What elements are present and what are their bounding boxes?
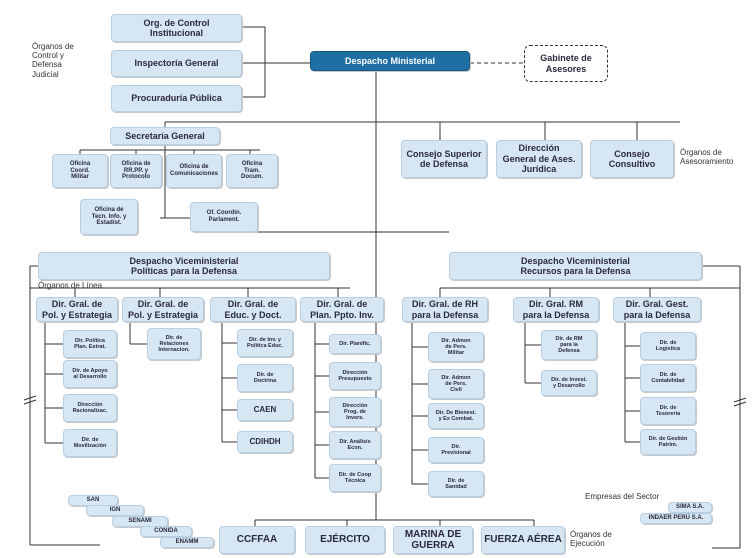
- asesoramiento-label: Órganos de Asesoramiento: [680, 148, 734, 167]
- sector-ign: IGN: [86, 505, 144, 516]
- dir-gral-educ-doct: Dir. Gral. de Educ. y Doct.: [210, 297, 296, 322]
- office-comunicaciones: Oficina de Comunicaciones: [166, 154, 222, 188]
- sub-prog-invers: Dirección Prog. de Invers.: [329, 397, 381, 427]
- secretaria-general: Secretaría General: [110, 127, 220, 145]
- sub-coop-tecnica: Dir. de Coop Técnica: [329, 464, 381, 492]
- inspectoria-general: Inspectoría General: [111, 50, 242, 77]
- sub-analisis-econ: Dir. Análisis Econ.: [329, 431, 381, 459]
- exec-marina: MARINA DE GUERRA: [393, 526, 473, 554]
- office-coord-militar: Oficina Coord. Militar: [52, 154, 108, 188]
- dir-gral-pol-estrategia-1: Dir. Gral. de Pol. y Estrategia: [36, 297, 118, 322]
- sub-pers-civil: Dir. Admon de Pers. Civil: [428, 369, 484, 399]
- sub-gestion-patrim: Dir. de Gestión Patrim.: [640, 429, 696, 455]
- sector-enamm: ENAMM: [160, 537, 214, 548]
- ejecucion-label: Órganos de Ejecución: [570, 530, 612, 549]
- sub-logistica: Dir. de Logística: [640, 332, 696, 360]
- consejo-consultivo: Consejo Consultivo: [590, 140, 674, 178]
- dir-gral-rh: Dir. Gral. de RH para la Defensa: [402, 297, 488, 322]
- exec-fuerza-aerea: FUERZA AÉREA: [481, 526, 565, 554]
- office-tecn-info: Oficina de Tecn. Info. y Estadíst.: [80, 199, 138, 235]
- sub-movilizacion: Dir. de Movilización: [63, 429, 117, 457]
- sub-previsional: Dir. Previsional: [428, 437, 484, 463]
- procuraduria-publica: Procuraduría Pública: [111, 85, 242, 112]
- dir-gral-gest: Dir. Gral. Gest. para la Defensa: [613, 297, 701, 322]
- sub-presupuesto: Dirección Presupuesto: [329, 362, 381, 390]
- dir-gral-plan-ppto: Dir. Gral. de Plan. Ppto. Inv.: [300, 297, 384, 322]
- office-tram-docum: Oficina Tram. Docum.: [226, 154, 278, 188]
- gabinete-asesores: Gabinete de Asesores: [524, 45, 608, 82]
- sub-racionalizac: Dirección Racionalizac.: [63, 394, 117, 422]
- sector-label: Empresas del Sector: [585, 492, 660, 501]
- control-label: Órganos de Control y Defensa Judicial: [32, 42, 74, 79]
- office-coordin-parlament: Of. Coordin. Parlament.: [190, 202, 258, 232]
- dir-gral-pol-estrategia-2: Dir. Gral. de Pol. y Estrategia: [122, 297, 204, 322]
- vice-recursos: Despacho Viceministerial Recursos para l…: [449, 252, 702, 280]
- sub-contabilidad: Dir. de Contabilidad: [640, 364, 696, 392]
- sub-sanidad: Dir. de Sanidad: [428, 471, 484, 497]
- sector-sima: SIMA S.A.: [668, 502, 712, 513]
- direccion-ases-juridica: Dirección General de Ases. Jurídica: [496, 140, 582, 178]
- sub-relaciones-internacion: Dir. de Relaciones Internacion.: [147, 328, 201, 360]
- sub-doctrina: Dir. de Doctrina: [237, 364, 293, 392]
- sector-indaer: INDAER PERÚ S.A.: [640, 513, 712, 524]
- sub-politica-plan: Dir. Política Plan. Estrat.: [63, 330, 117, 358]
- sub-rm-defensa: Dir. de RM para la Defensa: [541, 330, 597, 360]
- sub-inv-politica-educ: Dir. de Inv. y Política Educ.: [237, 329, 293, 357]
- exec-ccffaa: CCFFAA: [219, 526, 295, 554]
- sub-pers-militar: Dir. Admon de Pers. Militar: [428, 332, 484, 362]
- sub-tesoreria: Dir. de Tesorería: [640, 397, 696, 425]
- sub-caen: CAEN: [237, 399, 293, 421]
- despacho-ministerial: Despacho Ministerial: [310, 51, 470, 71]
- linea-label: Órganos de Línea: [38, 281, 103, 290]
- sub-invest-desarrollo: Dir. de Invest. y Desarrollo: [541, 370, 597, 396]
- sector-conida: CONIDA: [140, 526, 192, 537]
- sub-planific: Dir. Planific.: [329, 334, 381, 354]
- exec-ejercito: EJÉRCITO: [305, 526, 385, 554]
- sub-apoyo-desarrollo: Dir. de Apoyo al Desarrollo: [63, 360, 117, 388]
- org-control-institucional: Org. de Control Institucional: [111, 14, 242, 42]
- sub-cdihdh: CDIHDH: [237, 431, 293, 453]
- dir-gral-rm: Dir. Gral. RM para la Defensa: [513, 297, 599, 322]
- office-rrpp: Oficina de RR.PP. y Protocolo: [110, 154, 162, 188]
- consejo-superior-defensa: Consejo Superior de Defensa: [401, 140, 487, 178]
- sub-bienestar: Dir. De Bienest. y Ex Combat.: [428, 403, 484, 429]
- vice-politicas: Despacho Viceministerial Políticas para …: [38, 252, 330, 280]
